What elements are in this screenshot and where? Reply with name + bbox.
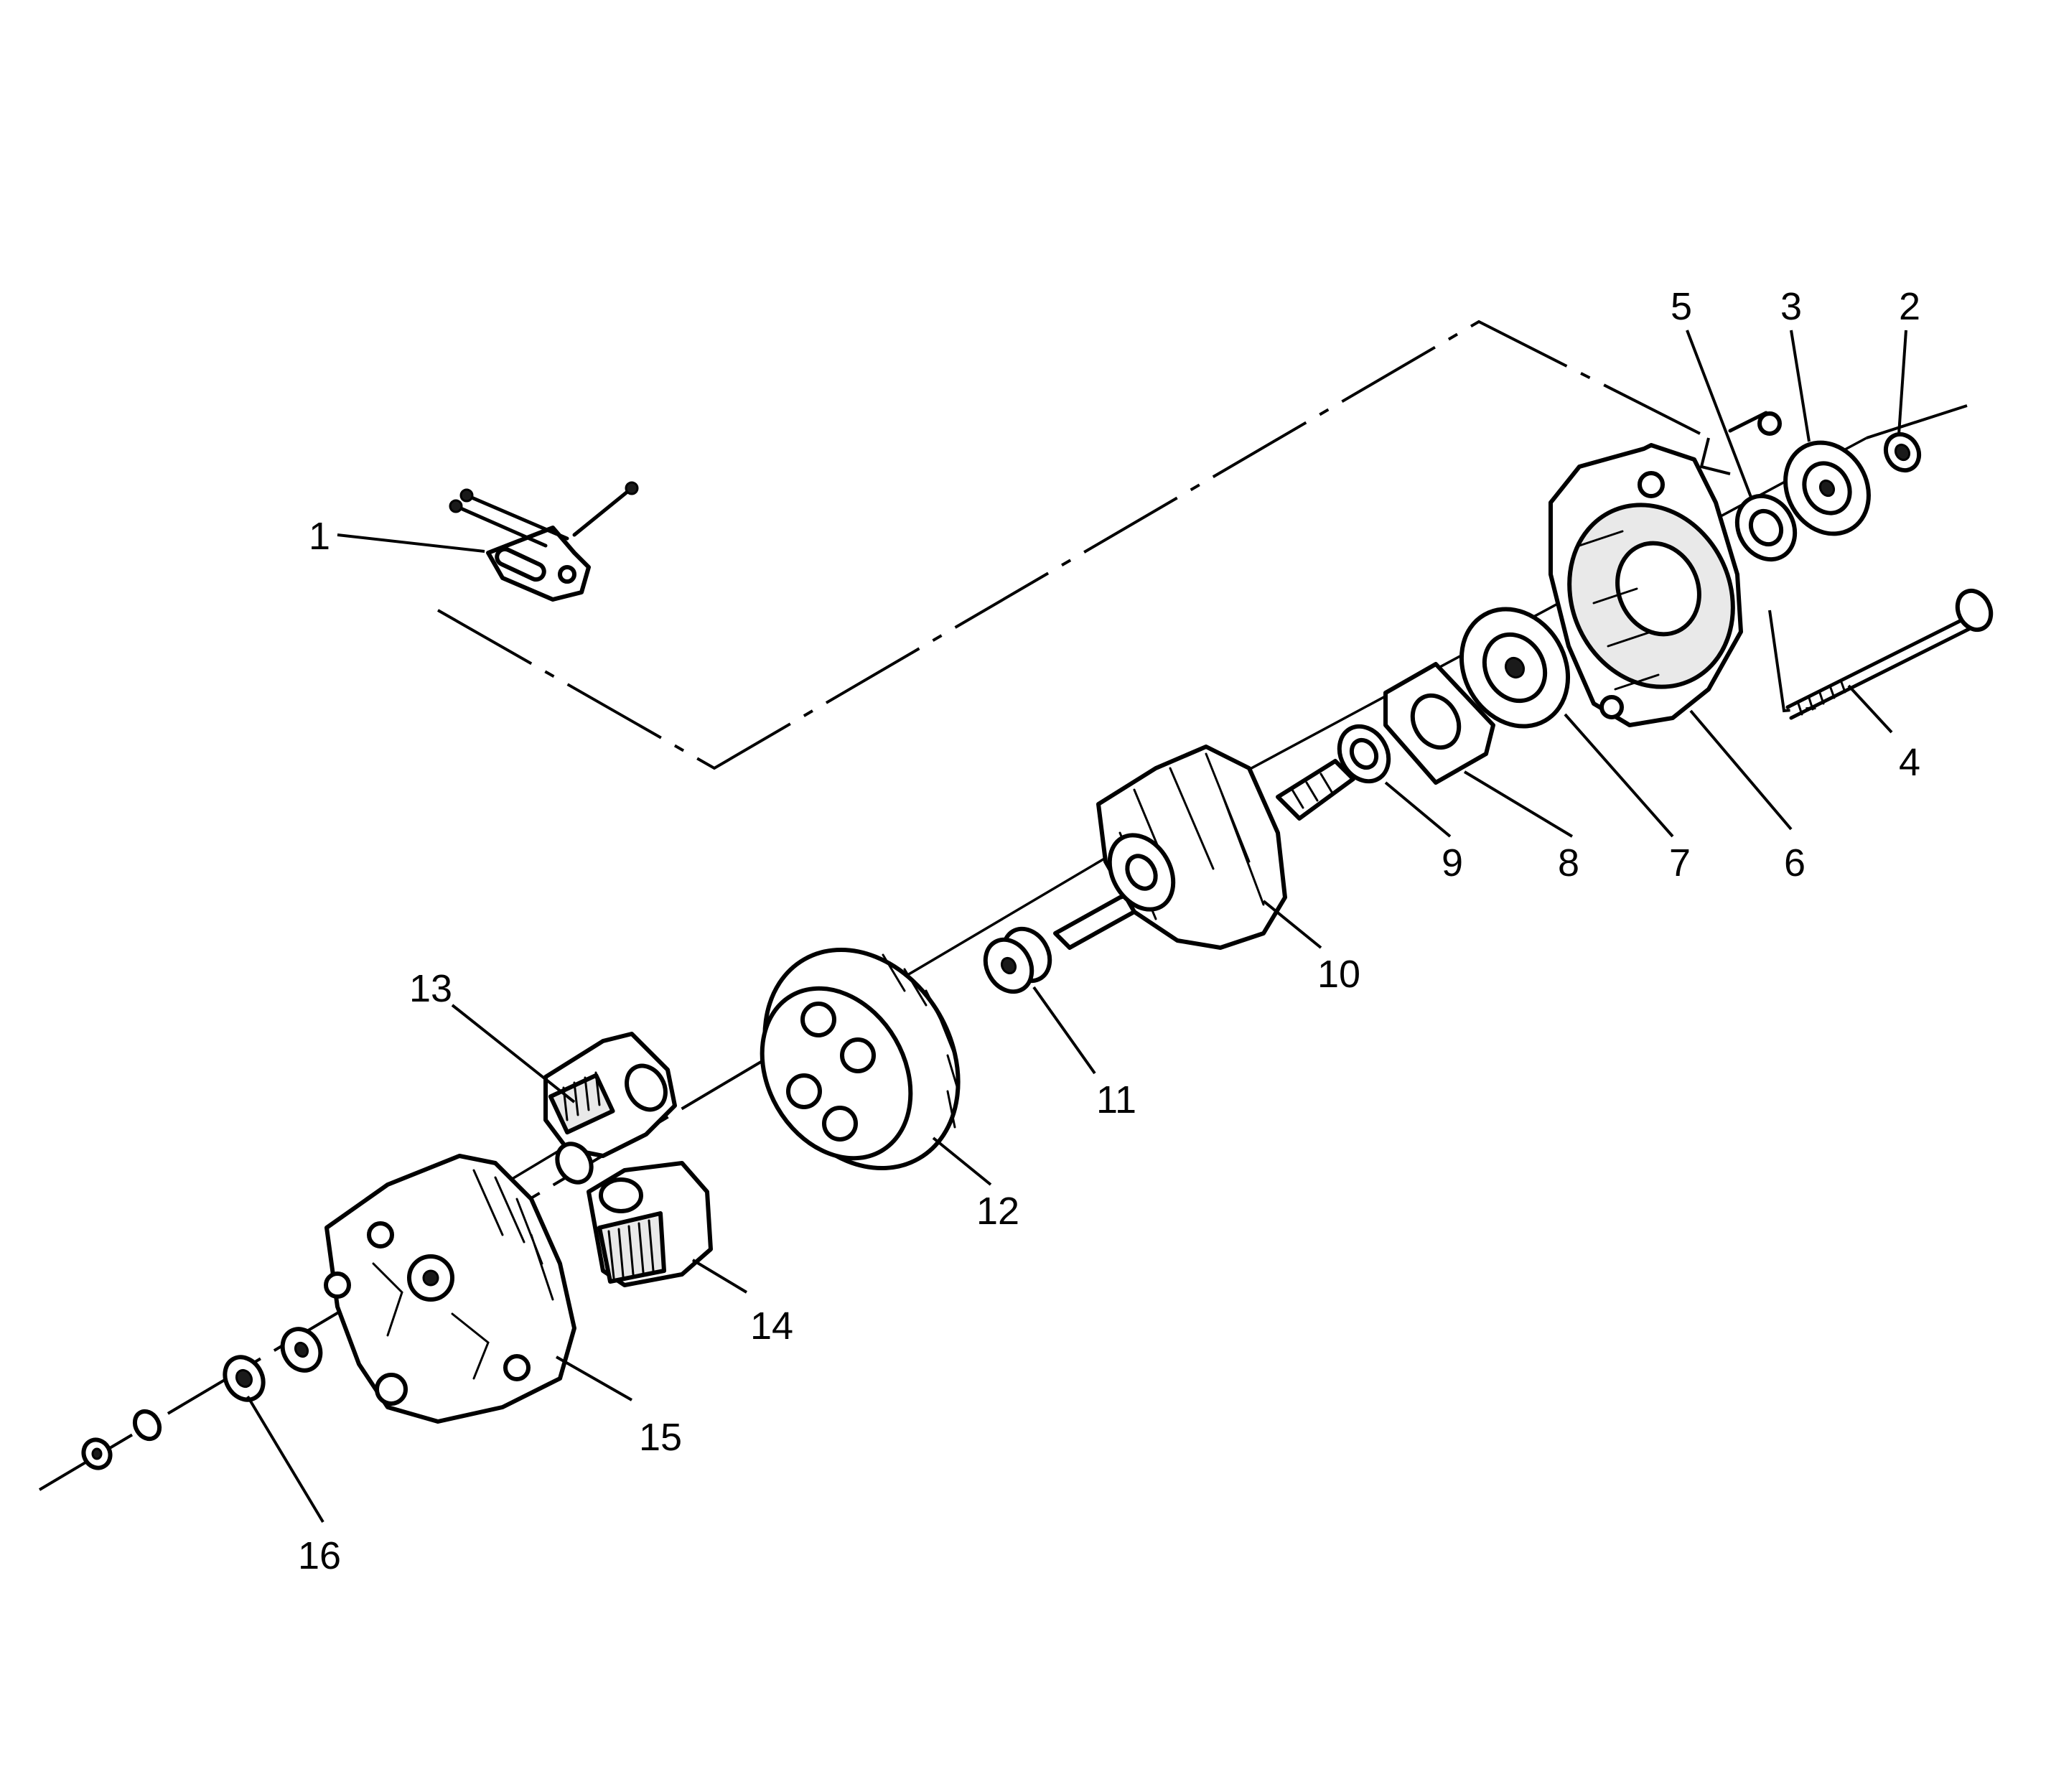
- housing-bolt: [1728, 411, 1782, 436]
- part-8-retainer-plate: [1383, 662, 1495, 785]
- part-10-rotor: [1053, 745, 1355, 950]
- callout-8: 8: [1558, 841, 1579, 885]
- callout-13: 13: [409, 967, 452, 1010]
- part-13-brush-holder: [543, 1032, 677, 1185]
- callout-10: 10: [1317, 953, 1360, 996]
- part-14-regulator: [587, 1161, 713, 1287]
- callout-14: 14: [750, 1305, 793, 1348]
- callout-16: 16: [298, 1534, 341, 1577]
- part-15-slip-ring-end-housing: [324, 1154, 576, 1424]
- part-5-spacer: [1734, 493, 1798, 562]
- part-16-nut: [223, 1327, 323, 1402]
- callout-3: 3: [1780, 285, 1802, 328]
- part-11-slip-ring: [983, 926, 1052, 994]
- callout-2: 2: [1899, 285, 1920, 328]
- part-7-bearing: [1459, 607, 1571, 729]
- washer-hardware: [81, 1409, 162, 1470]
- callout-1: 1: [309, 515, 330, 558]
- part-6-drive-end-housing: [1548, 443, 1743, 727]
- part-1-bracket: [449, 481, 639, 602]
- leader-lines: [246, 330, 1907, 1523]
- part-4-through-bolt: [1785, 588, 1994, 720]
- part-9-washer: [1337, 724, 1391, 784]
- callout-6: 6: [1784, 841, 1806, 885]
- callout-7: 7: [1669, 841, 1691, 885]
- callout-5: 5: [1671, 285, 1692, 328]
- callout-9: 9: [1442, 841, 1463, 885]
- part-2-nut: [1883, 431, 1922, 473]
- callout-11: 11: [1096, 1078, 1136, 1121]
- callout-15: 15: [639, 1416, 682, 1459]
- part-3-bearing: [1783, 440, 1871, 536]
- callout-4: 4: [1899, 741, 1920, 784]
- part-12-stator: [760, 947, 961, 1171]
- callout-labels: 1 2 3 4 5 6 7 8 9 10 11 12 13 14 15 16: [298, 285, 1920, 1577]
- callout-12: 12: [976, 1190, 1019, 1233]
